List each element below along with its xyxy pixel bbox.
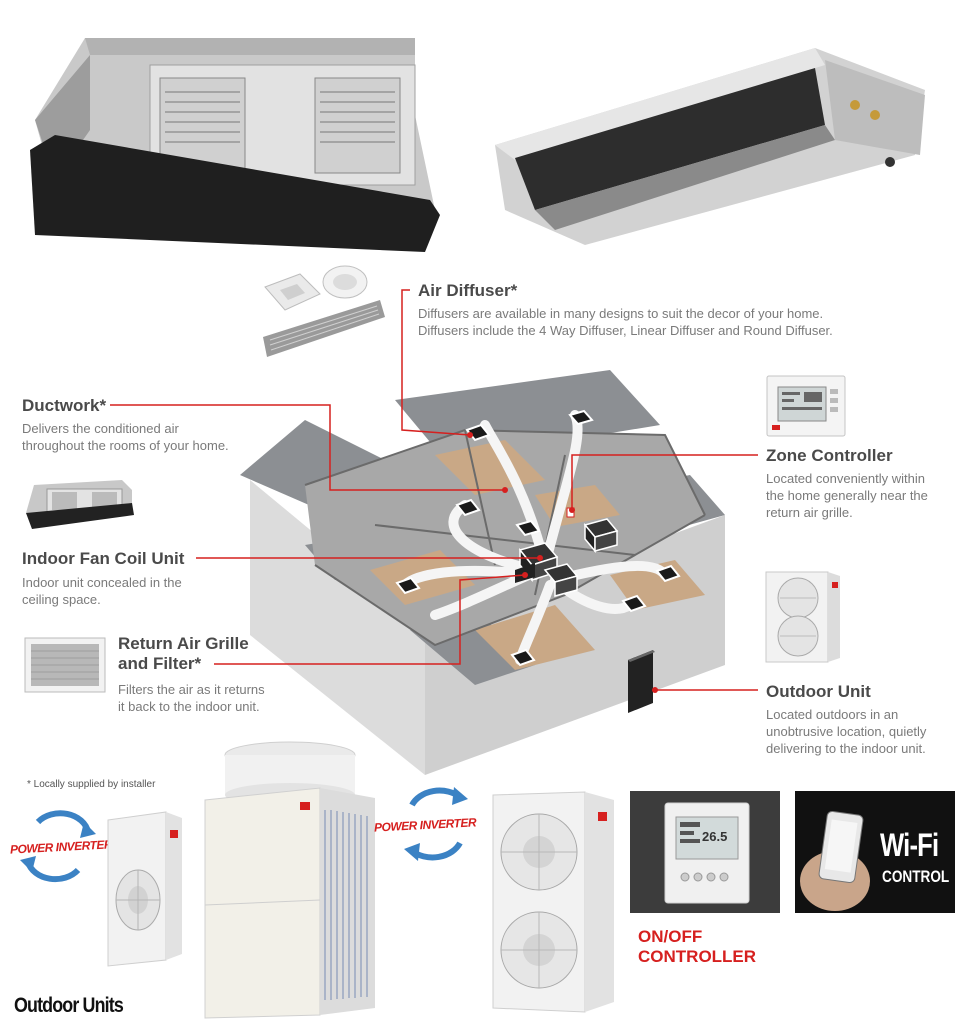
power-inverter-logo-right <box>404 787 468 861</box>
wifi-control-label: CONTROL <box>882 867 950 886</box>
zone-controller-desc-line1: Located conveniently within <box>766 471 925 486</box>
outdoor-units-title: Outdoor Units <box>14 994 124 1017</box>
outdoor-unit-twin-fan-image <box>492 791 614 1013</box>
indoor-fan-coil-image <box>26 480 134 529</box>
ductwork-title: Ductwork* <box>22 396 107 415</box>
zone-controller-desc-line3: return air grille. <box>766 505 853 520</box>
outdoor-unit-title: Outdoor Unit <box>766 682 871 701</box>
indoor-fan-coil-desc-line1: Indoor unit concealed in the <box>22 575 182 590</box>
ductwork-desc-line1: Delivers the conditioned air <box>22 421 179 436</box>
footnote: * Locally supplied by installer <box>27 779 156 790</box>
outdoor-unit-desc-line3: delivering to the indoor unit. <box>766 741 926 756</box>
indoor-fan-coil-title: Indoor Fan Coil Unit <box>22 549 185 568</box>
phone-in-hand-image <box>800 810 870 911</box>
zone-controller-desc-line2: the home generally near the <box>766 488 928 503</box>
air-diffuser-desc-line1: Diffusers are available in many designs … <box>418 306 824 321</box>
wifi-label: Wi-Fi <box>880 827 939 863</box>
onoff-label-line1: ON/OFF <box>638 927 703 946</box>
diffuser-images <box>263 265 385 357</box>
zone-controller-image <box>766 375 846 437</box>
outdoor-unit-desc-line2: unobtrusive location, quietly <box>766 724 927 739</box>
outdoor-unit-single-fan-image <box>107 811 182 967</box>
onoff-label-line2: CONTROLLER <box>638 947 757 966</box>
outdoor-unit-desc-line1: Located outdoors in an <box>766 707 899 722</box>
air-diffuser-desc-line2: Diffusers include the 4 Way Diffuser, Li… <box>418 323 833 338</box>
house-cutaway-diagram <box>240 370 725 775</box>
ducted-unit-right-image <box>495 48 925 245</box>
ductwork-desc-line2: throughout the rooms of your home. <box>22 438 229 453</box>
air-diffuser-title: Air Diffuser* <box>418 281 518 300</box>
controller-temp-display: 26.5 <box>702 829 728 844</box>
indoor-fan-coil-desc-line2: ceiling space. <box>22 592 101 607</box>
return-air-desc-line2: it back to the indoor unit. <box>118 699 260 714</box>
return-air-grille-image <box>24 637 106 693</box>
return-air-title-line1: Return Air Grille <box>118 634 249 653</box>
zone-controller-title: Zone Controller <box>766 446 893 465</box>
return-air-desc-line1: Filters the air as it returns <box>118 682 265 697</box>
wifi-control-panel: Wi-Fi CONTROL <box>795 791 955 913</box>
controller-device-image <box>664 802 750 904</box>
outdoor-unit-vrf-image <box>204 741 375 1019</box>
outdoor-unit-small-image <box>765 571 840 663</box>
power-inverter-logo-left <box>20 810 96 883</box>
onoff-controller-panel: 26.5 <box>630 791 780 913</box>
return-air-title-line2: and Filter* <box>118 654 202 673</box>
ducted-unit-left-image <box>30 38 440 252</box>
